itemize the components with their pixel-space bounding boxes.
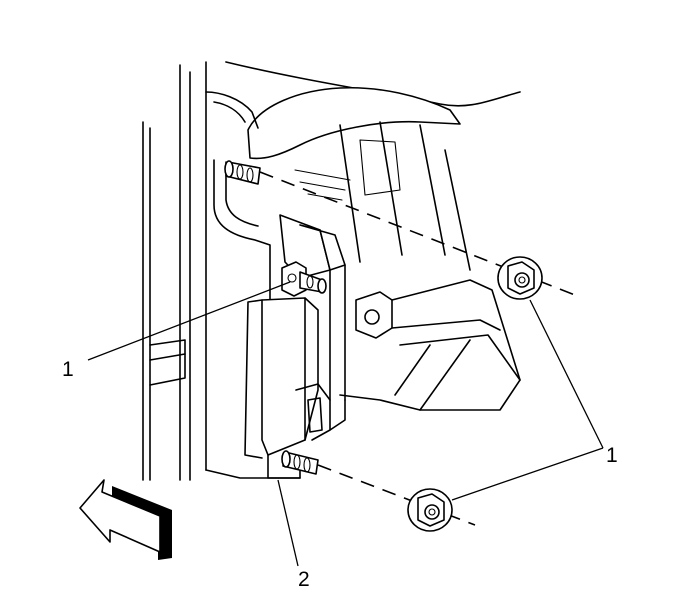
lower-stud <box>281 450 319 475</box>
upper-duct <box>205 61 521 271</box>
callout-leaders <box>87 281 604 567</box>
middle-stud <box>281 261 327 297</box>
upper-right-nut <box>497 256 543 300</box>
callout-1-right: 1 <box>606 444 618 467</box>
upper-stud <box>224 160 261 185</box>
stud-icon <box>224 160 327 475</box>
callout-1-left: 1 <box>62 358 74 381</box>
lower-right-nut <box>407 488 453 532</box>
direction-arrow-icon <box>79 479 172 560</box>
callout-2: 2 <box>298 568 310 591</box>
bracket-assembly-icon <box>213 159 521 479</box>
pillar-structure <box>142 61 301 481</box>
nut-icon <box>407 256 543 532</box>
